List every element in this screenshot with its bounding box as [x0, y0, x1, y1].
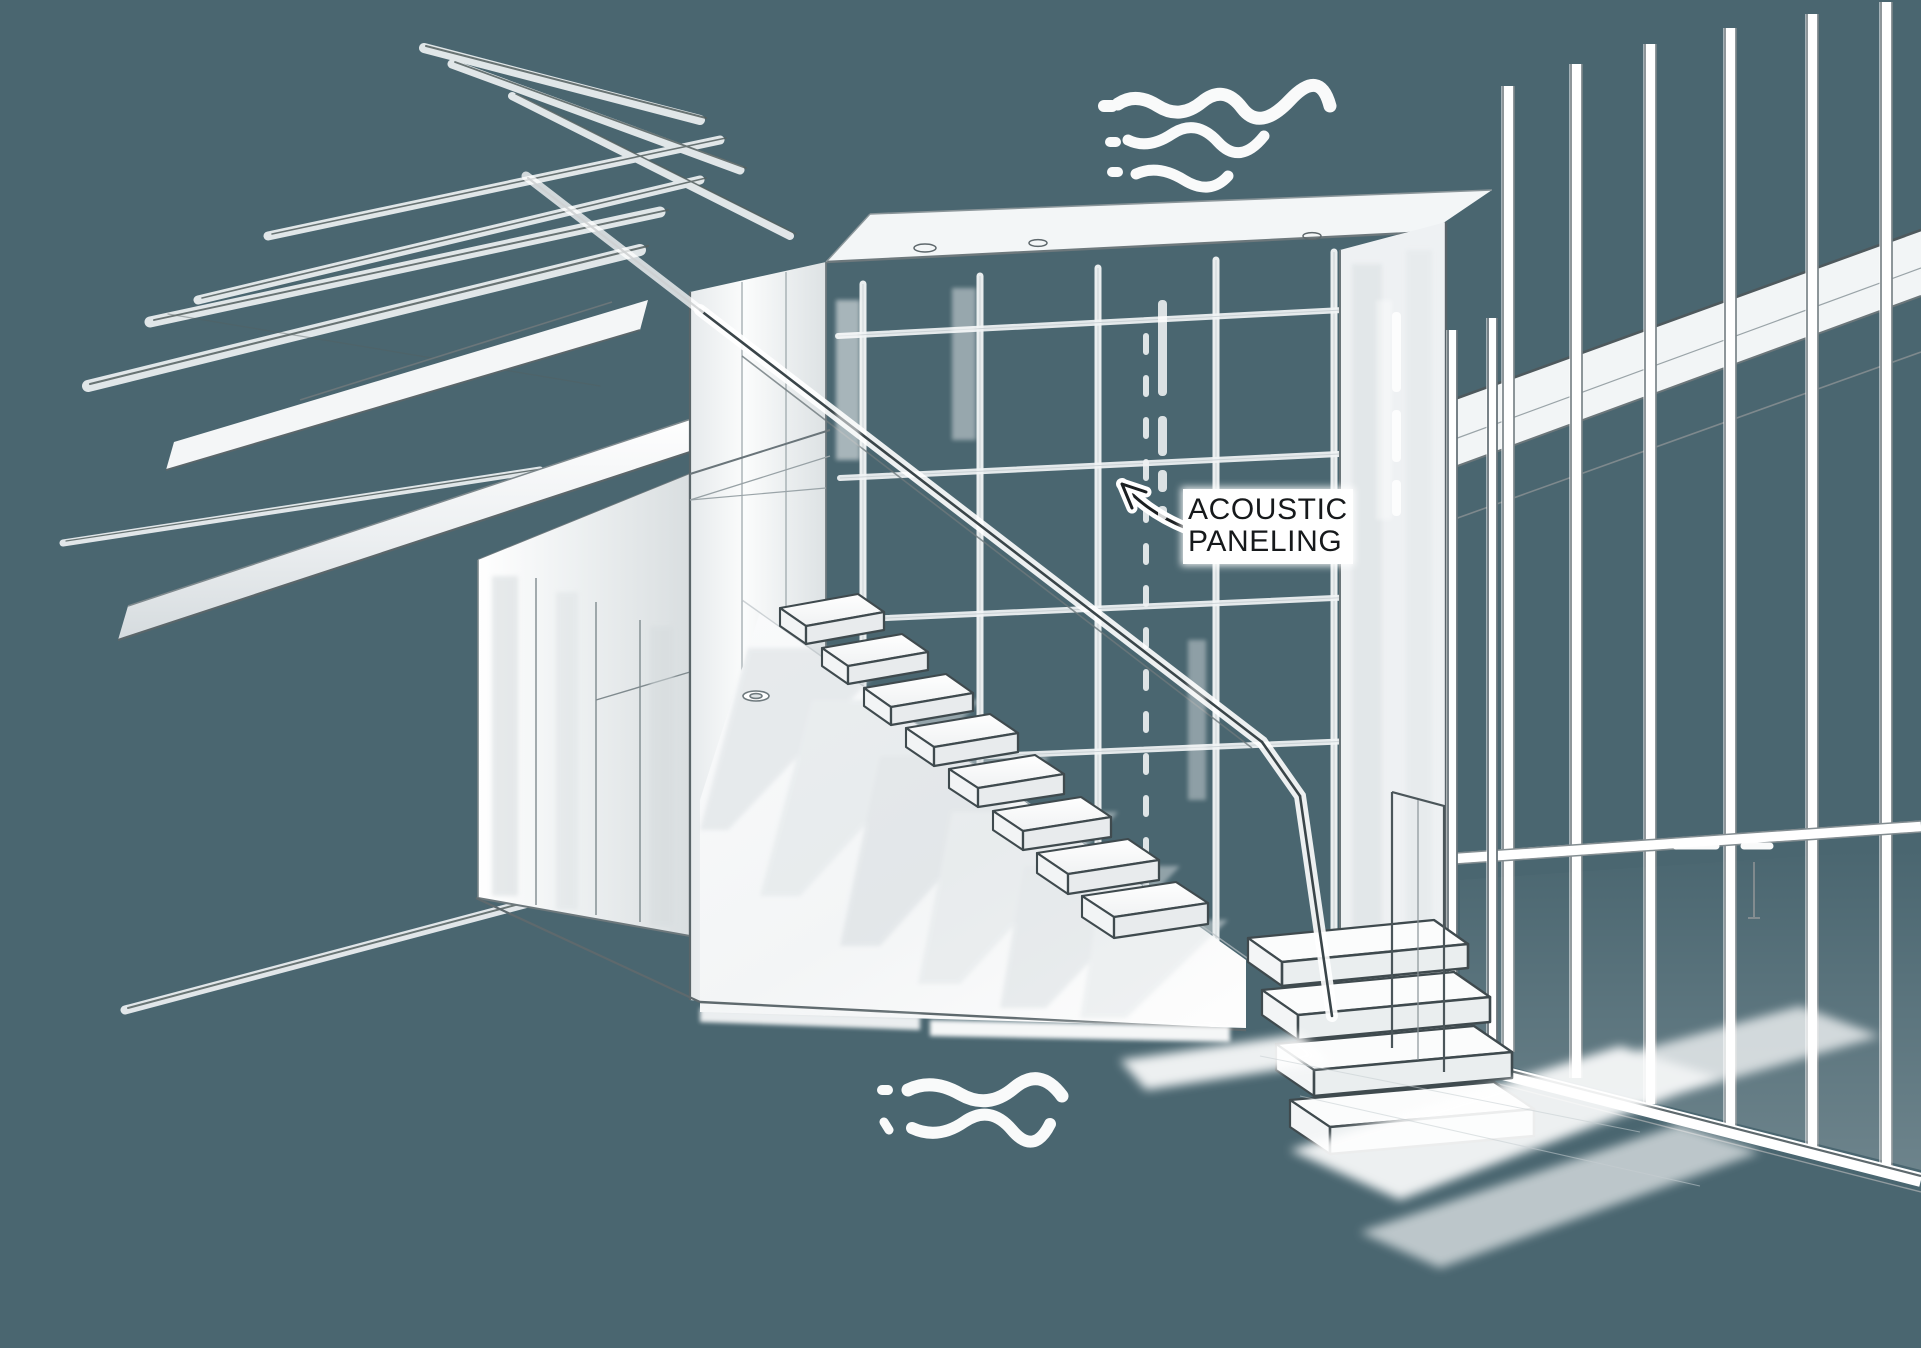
base-step	[1260, 970, 1492, 1042]
overshoot-ink-lines	[65, 45, 797, 1009]
callout-line-2: PANELING	[1188, 525, 1343, 559]
sketch-scribble-notes	[877, 78, 1774, 1148]
tread	[862, 672, 975, 727]
handrail	[521, 171, 1338, 1022]
callout-acoustic-paneling[interactable]: ACOUSTIC PANELING	[1188, 493, 1348, 559]
callout-line-1: ACOUSTIC	[1188, 493, 1348, 526]
floor-plane	[475, 897, 1880, 1268]
callout-text-block: ACOUSTIC PANELING	[1188, 493, 1348, 559]
tread	[991, 795, 1113, 852]
tread	[1035, 837, 1161, 896]
tread	[904, 712, 1020, 768]
tread	[1080, 880, 1210, 940]
stair-treads	[778, 592, 1210, 940]
glass-balustrade	[1390, 790, 1446, 1072]
acoustic-panel-grid	[835, 248, 1429, 1020]
ceiling-plane	[825, 189, 1493, 264]
left-wall-plane	[477, 474, 692, 937]
tread	[820, 632, 930, 686]
paper-edge-artifacts	[836, 288, 1401, 800]
callout-leader-arrow	[1116, 478, 1192, 534]
tread	[947, 753, 1066, 809]
mezzanine-edge	[689, 429, 831, 501]
downlight-icon	[742, 690, 770, 702]
tread	[778, 592, 886, 646]
wall-pier-right	[1339, 222, 1448, 1066]
curtain-wall	[1450, 2, 1921, 1193]
